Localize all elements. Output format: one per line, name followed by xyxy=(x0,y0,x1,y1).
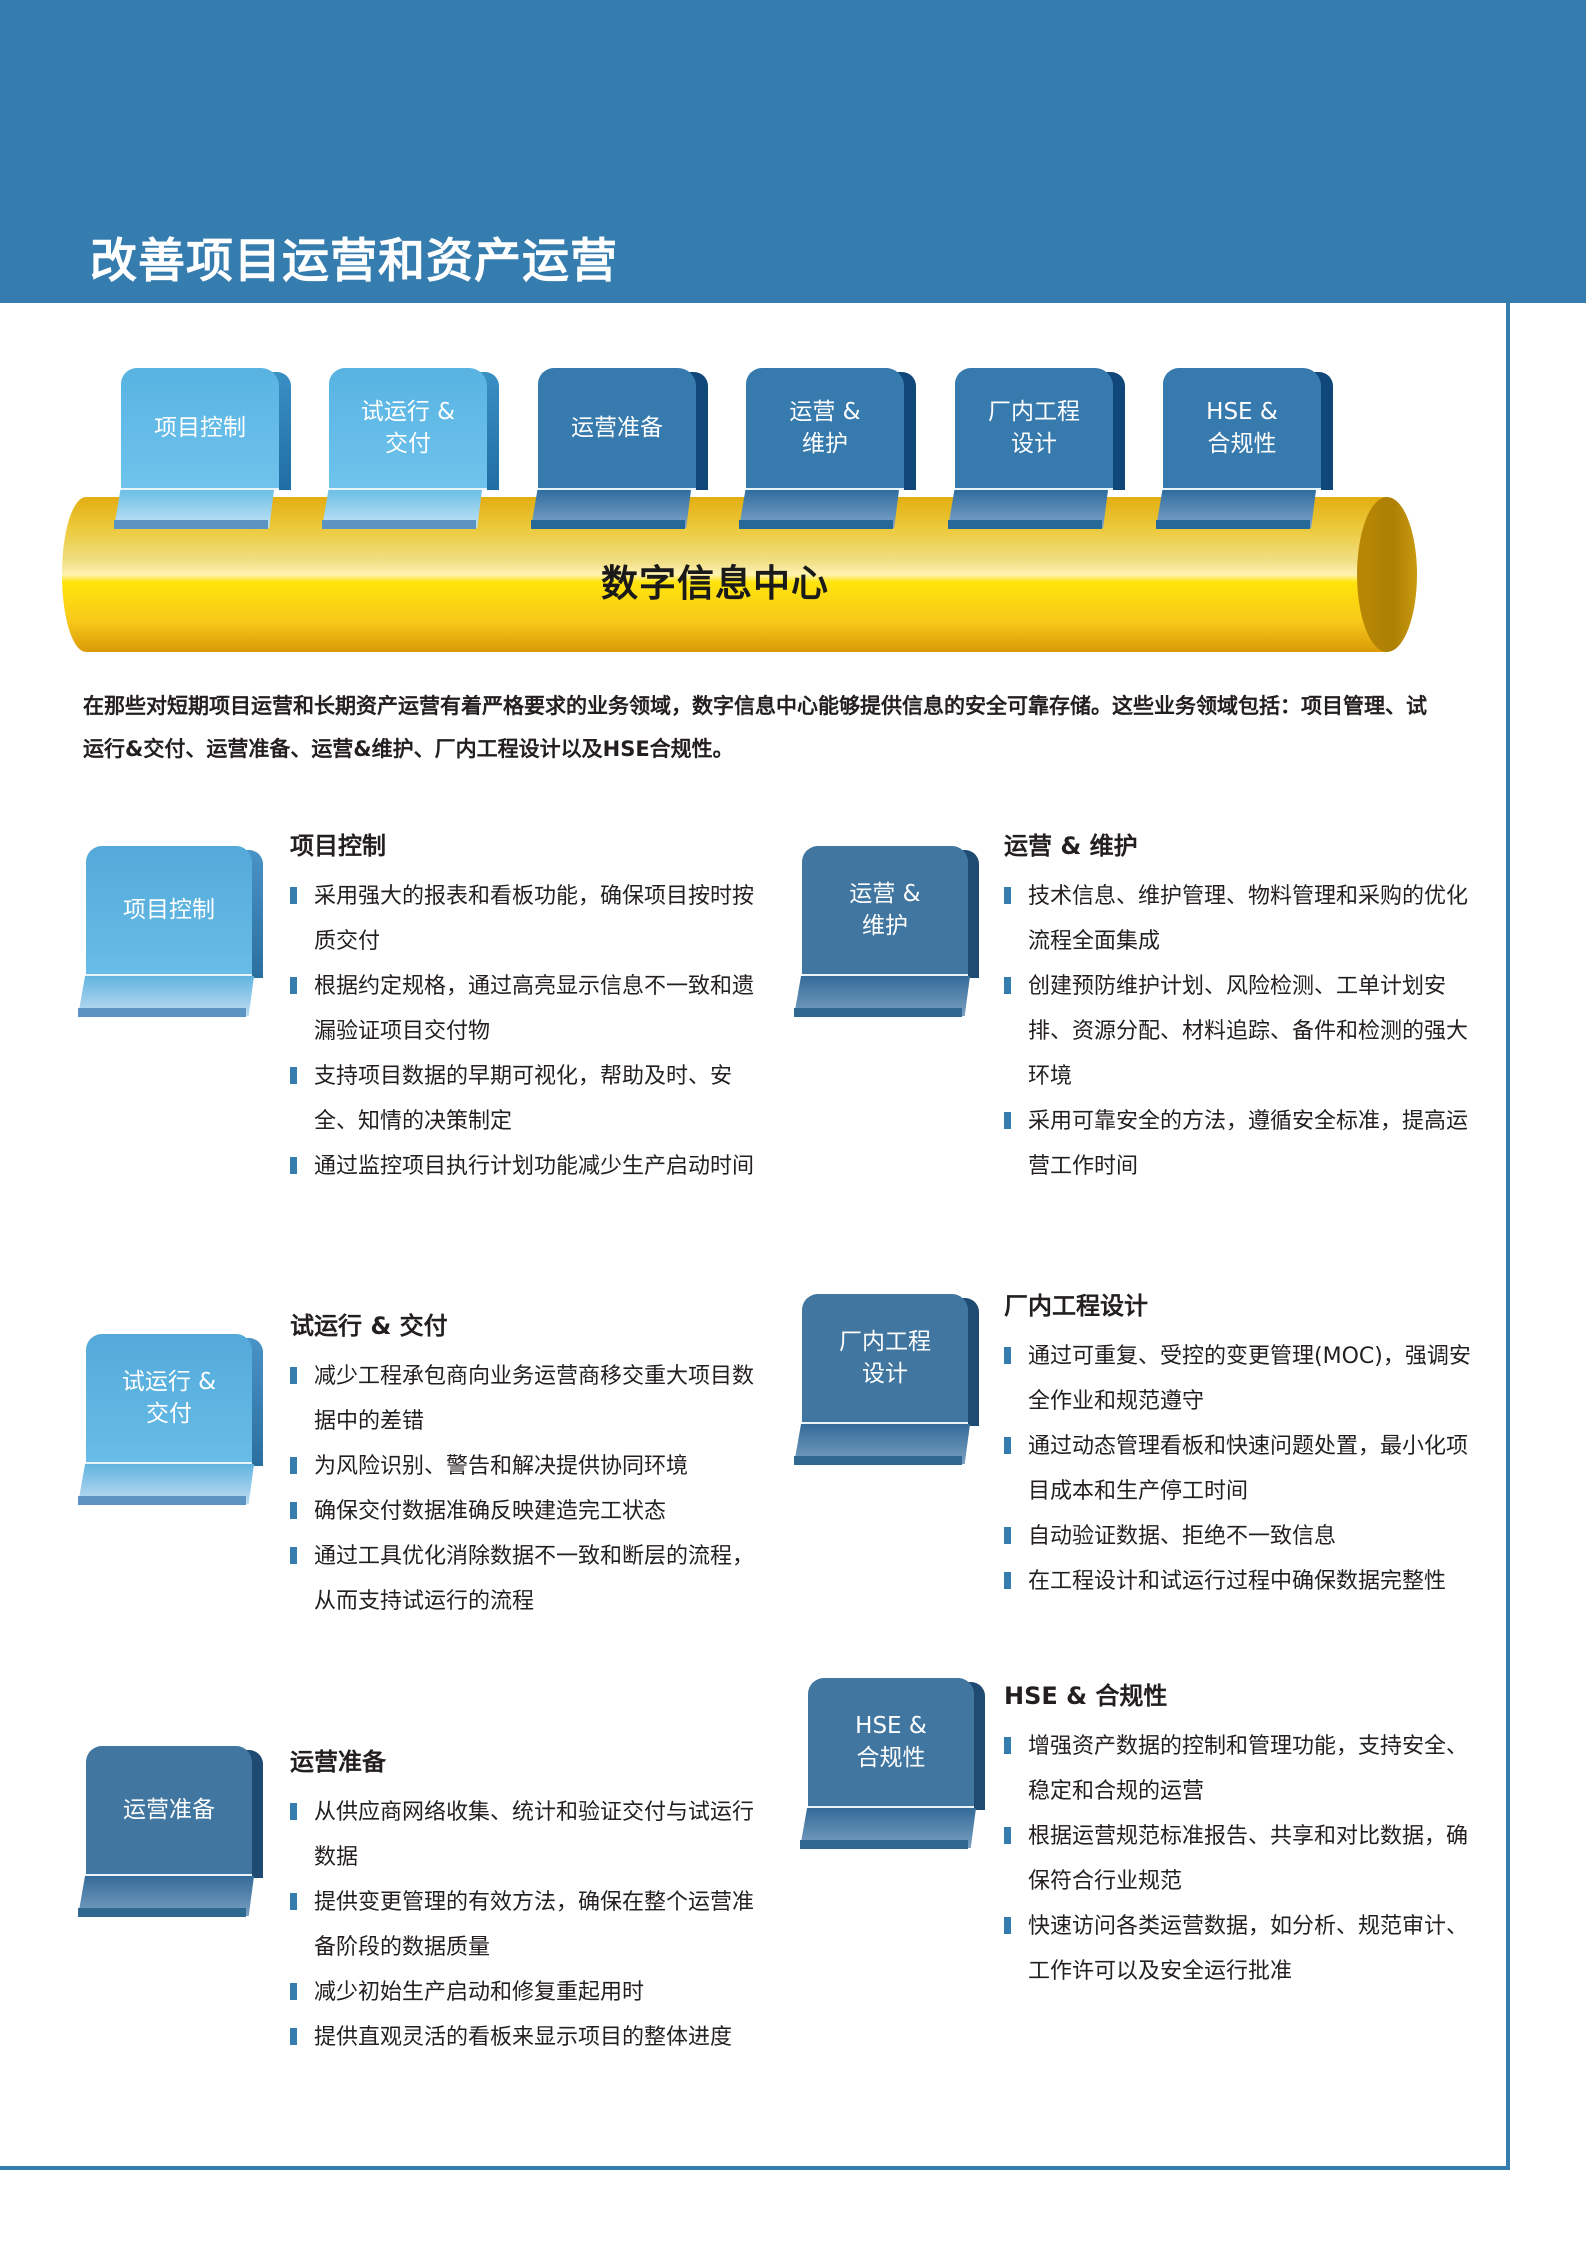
bullet-square-icon xyxy=(1004,1112,1011,1129)
list-item: 采用强大的报表和看板功能，确保项目按时按质交付 xyxy=(290,874,770,964)
list-item: 快速访问各类运营数据，如分析、规范审计、工作许可以及安全运行批准 xyxy=(1004,1904,1484,1994)
bullet-square-icon xyxy=(1004,1572,1011,1589)
section-tab-icon: 试运行 & 交付 xyxy=(78,1334,278,1514)
section-tab-label: 厂内工程 设计 xyxy=(802,1294,968,1424)
bullet-square-icon xyxy=(1004,887,1011,904)
diagram-tab-operations-maintenance: 运营 & 维护 xyxy=(739,368,921,538)
list-item: 减少工程承包商向业务运营商移交重大项目数据中的差错 xyxy=(290,1354,770,1444)
frame-border-bottom xyxy=(0,2166,1510,2170)
section-tab-label: 项目控制 xyxy=(86,846,252,976)
section-tab-icon: 项目控制 xyxy=(78,846,278,1026)
bullet-square-icon xyxy=(1004,977,1011,994)
list-item: 采用可靠安全的方法，遵循安全标准，提高运营工作时间 xyxy=(1004,1099,1484,1189)
list-item: 增强资产数据的控制和管理功能，支持安全、稳定和合规的运营 xyxy=(1004,1724,1484,1814)
section-title: 厂内工程设计 xyxy=(1004,1292,1148,1320)
frame-border-right xyxy=(1506,303,1510,2169)
diagram-tab-operations-readiness: 运营准备 xyxy=(531,368,713,538)
section-tab-icon: 运营 & 维护 xyxy=(794,846,994,1026)
bullet-square-icon xyxy=(1004,1437,1011,1454)
bullet-square-icon xyxy=(290,1067,297,1084)
bullet-square-icon xyxy=(290,1502,297,1519)
list-item: 提供变更管理的有效方法，确保在整个运营准备阶段的数据质量 xyxy=(290,1880,770,1970)
bullet-square-icon xyxy=(290,1803,297,1820)
section-title: 试运行 & 交付 xyxy=(290,1312,448,1340)
intro-paragraph: 在那些对短期项目运营和长期资产运营有着严格要求的业务领域，数字信息中心能够提供信… xyxy=(83,694,1427,761)
list-item: 提供直观灵活的看板来显示项目的整体进度 xyxy=(290,2015,770,2060)
section-tab-label: 运营准备 xyxy=(86,1746,252,1876)
bullet-square-icon xyxy=(1004,1347,1011,1364)
bullet-square-icon xyxy=(290,1157,297,1174)
page-title: 改善项目运营和资产运营 xyxy=(90,234,618,289)
bullet-square-icon xyxy=(1004,1737,1011,1754)
tab-label: 运营准备 xyxy=(538,368,696,490)
bullet-list: 从供应商网络收集、统计和验证交付与试运行数据 提供变更管理的有效方法，确保在整个… xyxy=(290,1790,770,2060)
bullet-square-icon xyxy=(290,2028,297,2045)
list-item: 通过工具优化消除数据不一致和断层的流程，从而支持试运行的流程 xyxy=(290,1534,770,1624)
bullet-list: 技术信息、维护管理、物料管理和采购的优化流程全面集成 创建预防维护计划、风险检测… xyxy=(1004,874,1484,1189)
section-tab-icon: 运营准备 xyxy=(78,1746,278,1926)
bullet-square-icon xyxy=(290,1367,297,1384)
list-item: 根据约定规格，通过高亮显示信息不一致和遗漏验证项目交付物 xyxy=(290,964,770,1054)
bullet-list: 增强资产数据的控制和管理功能，支持安全、稳定和合规的运营 根据运营规范标准报告、… xyxy=(1004,1724,1484,1994)
tab-label: 试运行 & 交付 xyxy=(329,368,487,490)
list-item: 通过监控项目执行计划功能减少生产启动时间 xyxy=(290,1144,770,1189)
section-tab-label: HSE & 合规性 xyxy=(808,1678,974,1808)
section-title: 项目控制 xyxy=(290,832,386,860)
section-tab-icon: 厂内工程 设计 xyxy=(794,1294,994,1474)
header-banner: 改善项目运营和资产运营 xyxy=(0,0,1586,303)
tab-label: 运营 & 维护 xyxy=(746,368,904,490)
bullet-square-icon xyxy=(290,887,297,904)
list-item: 为风险识别、警告和解决提供协同环境 xyxy=(290,1444,770,1489)
list-item: 在工程设计和试运行过程中确保数据完整性 xyxy=(1004,1559,1484,1604)
tab-label: HSE & 合规性 xyxy=(1163,368,1321,490)
bullet-square-icon xyxy=(290,1983,297,2000)
diagram-tab-project-control: 项目控制 xyxy=(114,368,296,538)
tab-label: 项目控制 xyxy=(121,368,279,490)
diagram-tab-commissioning: 试运行 & 交付 xyxy=(322,368,504,538)
bullet-square-icon xyxy=(290,1457,297,1474)
digital-hub-label: 数字信息中心 xyxy=(601,562,829,605)
cylinder-cap xyxy=(1357,497,1417,652)
list-item: 确保交付数据准确反映建造完工状态 xyxy=(290,1489,770,1534)
bullet-square-icon xyxy=(1004,1917,1011,1934)
bullet-square-icon xyxy=(290,977,297,994)
bullet-square-icon xyxy=(290,1547,297,1564)
section-tab-icon: HSE & 合规性 xyxy=(800,1678,1000,1858)
bullet-list: 减少工程承包商向业务运营商移交重大项目数据中的差错 为风险识别、警告和解决提供协… xyxy=(290,1354,770,1624)
bullet-square-icon xyxy=(1004,1527,1011,1544)
list-item: 根据运营规范标准报告、共享和对比数据，确保符合行业规范 xyxy=(1004,1814,1484,1904)
list-item: 减少初始生产启动和修复重起用时 xyxy=(290,1970,770,2015)
section-title: HSE & 合规性 xyxy=(1004,1682,1168,1710)
bullet-square-icon xyxy=(1004,1827,1011,1844)
section-tab-label: 试运行 & 交付 xyxy=(86,1334,252,1464)
section-tab-label: 运营 & 维护 xyxy=(802,846,968,976)
list-item: 从供应商网络收集、统计和验证交付与试运行数据 xyxy=(290,1790,770,1880)
bullet-square-icon xyxy=(290,1893,297,1910)
section-title: 运营准备 xyxy=(290,1748,386,1776)
diagram-tab-hse-compliance: HSE & 合规性 xyxy=(1156,368,1338,538)
bullet-list: 采用强大的报表和看板功能，确保项目按时按质交付 根据约定规格，通过高亮显示信息不… xyxy=(290,874,770,1189)
bullet-list: 通过可重复、受控的变更管理(MOC)，强调安全作业和规范遵守 通过动态管理看板和… xyxy=(1004,1334,1484,1604)
list-item: 通过动态管理看板和快速问题处置，最小化项目成本和生产停工时间 xyxy=(1004,1424,1484,1514)
section-title: 运营 & 维护 xyxy=(1004,832,1138,860)
list-item: 创建预防维护计划、风险检测、工单计划安排、资源分配、材料追踪、备件和检测的强大环… xyxy=(1004,964,1484,1099)
list-item: 自动验证数据、拒绝不一致信息 xyxy=(1004,1514,1484,1559)
list-item: 通过可重复、受控的变更管理(MOC)，强调安全作业和规范遵守 xyxy=(1004,1334,1484,1424)
diagram-tab-plant-engineering: 厂内工程 设计 xyxy=(948,368,1130,538)
tab-label: 厂内工程 设计 xyxy=(955,368,1113,490)
list-item: 支持项目数据的早期可视化，帮助及时、安全、知情的决策制定 xyxy=(290,1054,770,1144)
list-item: 技术信息、维护管理、物料管理和采购的优化流程全面集成 xyxy=(1004,874,1484,964)
